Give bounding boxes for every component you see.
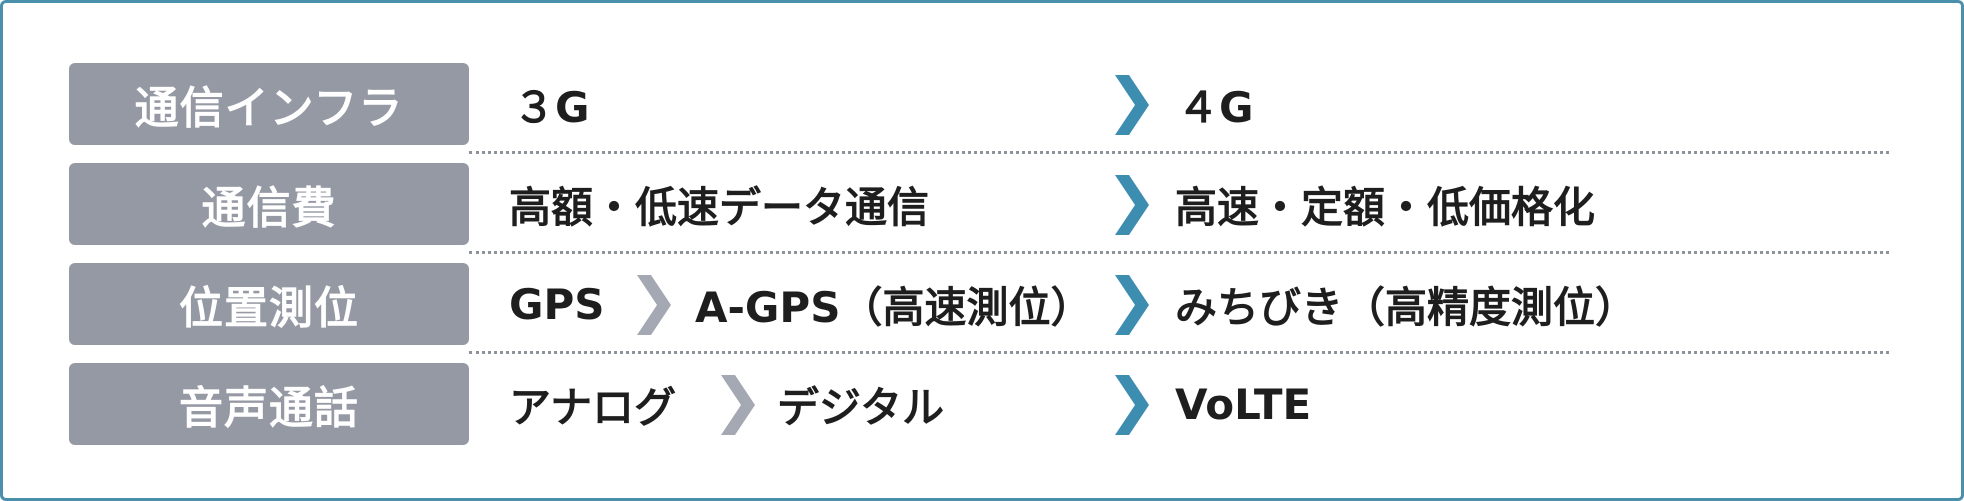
row-telecom-infra: 通信インフラ ３G ４G [69,63,1889,145]
chevron-right-icon [1115,375,1149,435]
chevron-right-icon [1115,175,1149,235]
chevron-right-icon [1115,75,1149,135]
before-value: 高額・低速データ通信 [509,182,930,232]
before-value: GPS [509,279,605,329]
row-label: 通信費 [69,163,469,245]
row-telecom-cost: 通信費 高額・低速データ通信 高速・定額・低価格化 [69,163,1889,245]
before-value: ３G [513,82,590,132]
chevron-right-icon [637,275,671,335]
row-voice-call: 音声通話 アナログ デジタル VoLTE [69,363,1889,445]
row-label: 音声通話 [69,363,469,445]
row-label: 通信インフラ [69,63,469,145]
dotted-divider [469,251,1889,254]
after-value: ４G [1177,82,1254,132]
after-value: VoLTE [1175,379,1312,429]
after-value: 高速・定額・低価格化 [1175,182,1596,232]
chevron-right-icon [721,375,755,435]
chevron-right-icon [1115,275,1149,335]
row-positioning: 位置測位 GPS A-GPS（高速測位） みちびき（高精度測位） [69,263,1889,345]
intermediate-value: A-GPS（高速測位） [695,282,1093,332]
after-value: みちびき（高精度測位） [1175,282,1638,332]
row-label: 位置測位 [69,263,469,345]
intermediate-value: デジタル [777,382,945,432]
dotted-divider [469,351,1889,354]
dotted-divider [469,151,1889,154]
before-value: アナログ [509,382,677,432]
